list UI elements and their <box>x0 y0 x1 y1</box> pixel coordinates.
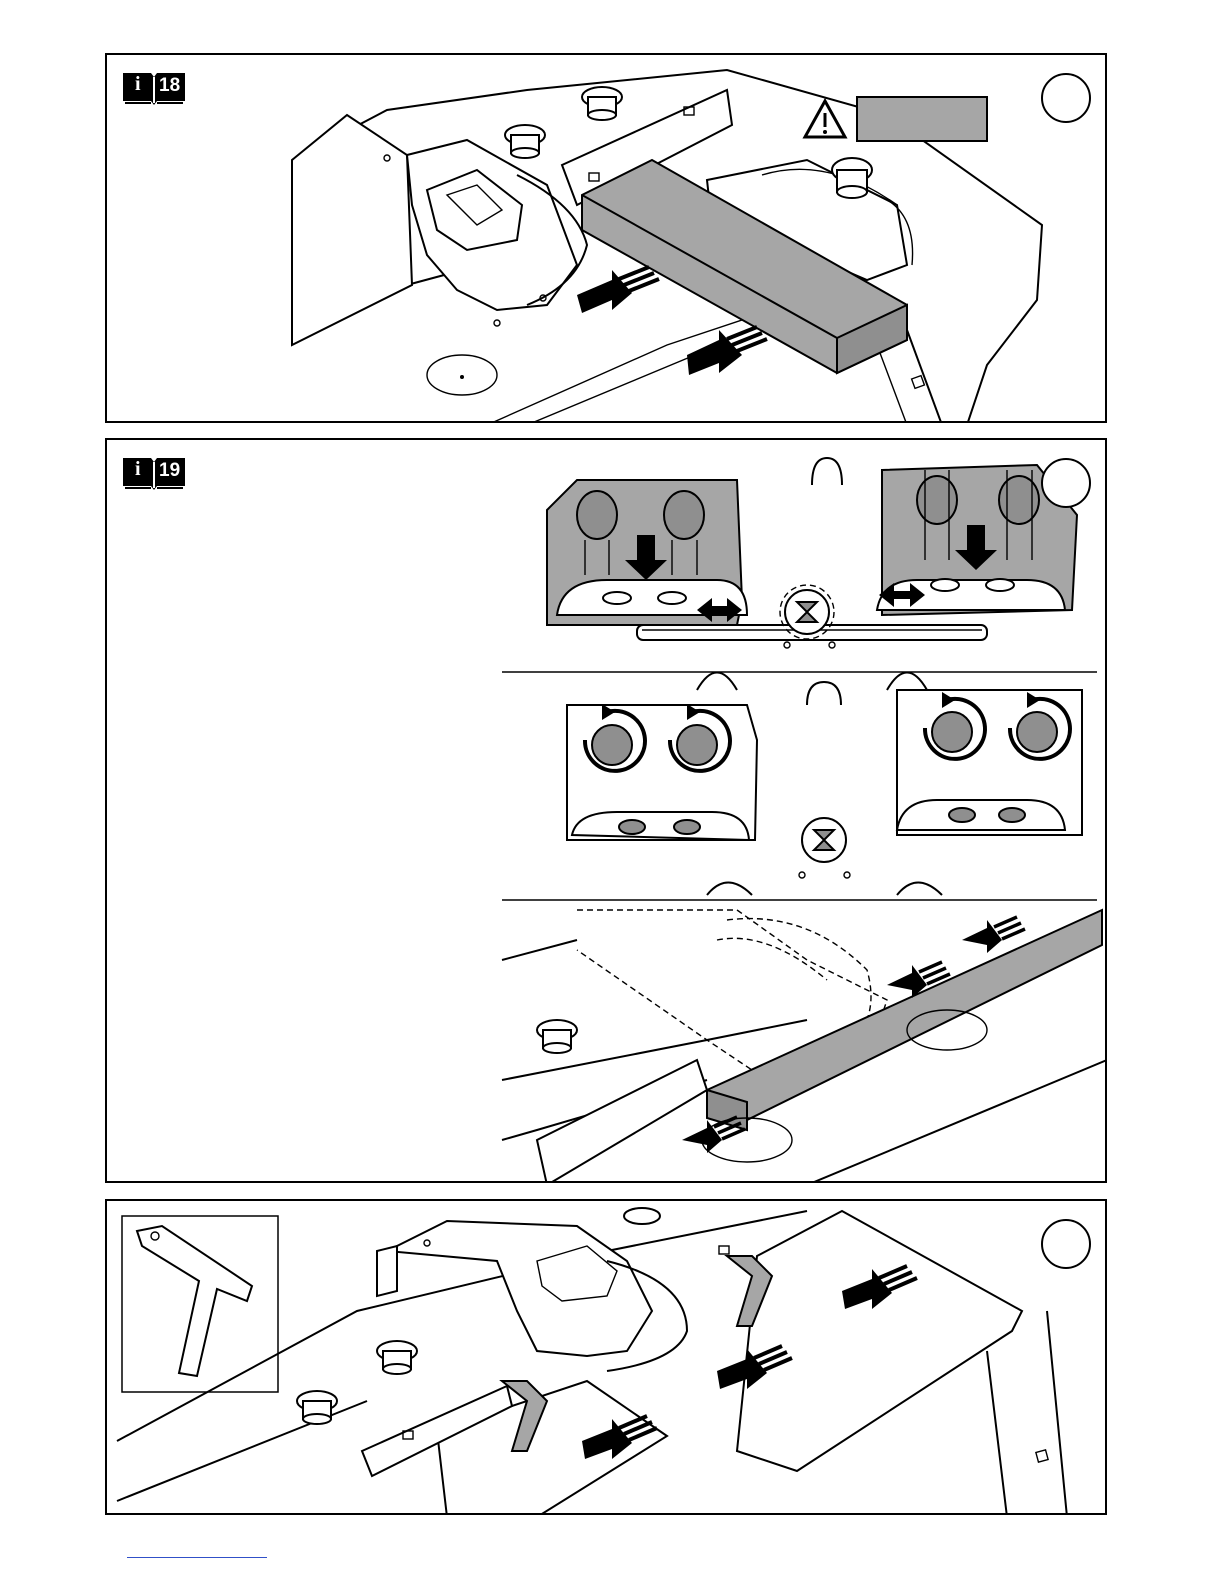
figure-panel-18: i 18 <box>105 53 1107 423</box>
figure-panel-20 <box>105 1199 1107 1515</box>
motion-arrow-icon <box>577 267 659 313</box>
warning-label-box <box>857 97 987 141</box>
subfigure-feed-workpiece <box>502 910 1107 1183</box>
figure-marker-circle <box>1041 1219 1091 1269</box>
figure-marker-circle <box>1041 73 1091 123</box>
fence-adjustment-illustration <box>107 440 1107 1183</box>
figure-marker-circle <box>1041 458 1091 508</box>
figure-panel-19: i 19 <box>105 438 1107 1183</box>
subfigure-fence-slide <box>547 458 1077 690</box>
footer-link-underline[interactable] <box>127 1557 267 1558</box>
subfigure-knob-tighten <box>567 682 1082 895</box>
jointer-fence-illustration <box>107 55 1107 423</box>
motion-arrow-icon <box>962 917 1025 953</box>
warning-triangle-icon <box>805 101 845 137</box>
guard-clip-illustration <box>107 1201 1107 1515</box>
